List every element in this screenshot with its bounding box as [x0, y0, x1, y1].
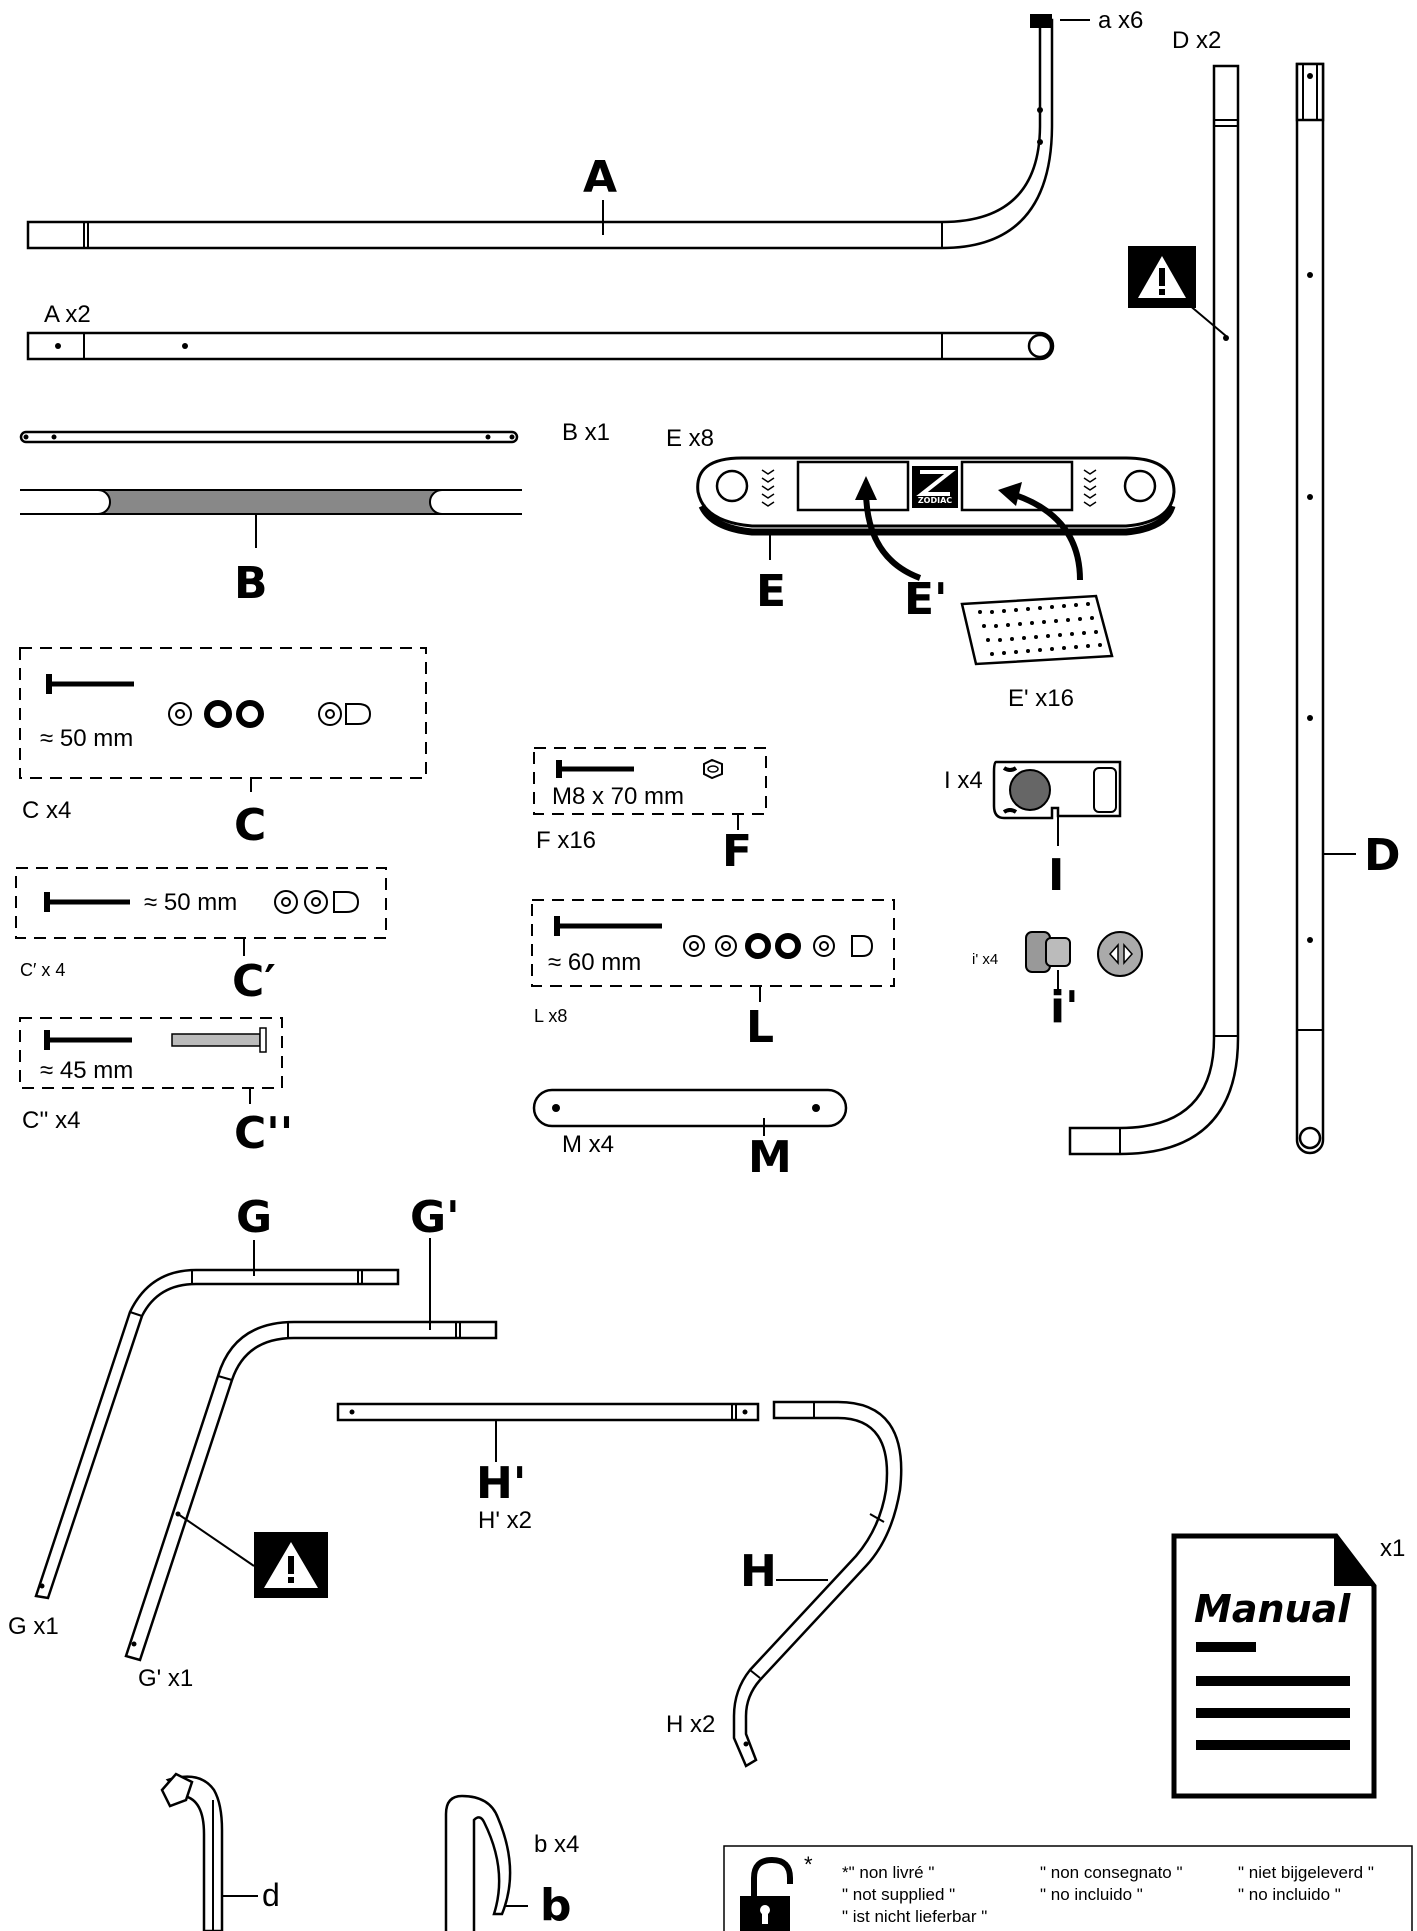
part-b-bar [19, 430, 522, 548]
part-c-count: C x4 [22, 797, 71, 824]
part-g-tube [34, 1240, 400, 1600]
part-m-plate [532, 1088, 848, 1136]
part-c-double-kit-box [19, 1017, 283, 1089]
unlocked-padlock-icon [740, 1856, 793, 1931]
part-d-hex-key [160, 1772, 258, 1931]
part-c-prime-kit-box [15, 867, 387, 939]
cap-a [1030, 14, 1052, 28]
part-m-letter: M [748, 1132, 792, 1183]
part-b-hook-letter: b [540, 1880, 572, 1931]
legend-col3-line2: " no incluido " [1238, 1885, 1341, 1904]
part-l-dimension: ≈ 60 mm [548, 949, 641, 976]
legend-col2-line1: " non consegnato " [1040, 1863, 1183, 1882]
part-h-tube [732, 1400, 903, 1768]
part-l-count: L x8 [534, 1006, 567, 1026]
part-d-letter: D [1364, 830, 1401, 881]
part-f-kit-box [533, 747, 767, 815]
part-g-prime-letter: G' [410, 1192, 460, 1243]
part-c-prime-dimension: ≈ 50 mm [144, 889, 237, 916]
part-f-letter: F [722, 826, 752, 877]
part-d-count: D x2 [1172, 27, 1221, 54]
part-e-count: E x8 [666, 425, 714, 452]
part-m-count: M x4 [562, 1131, 614, 1158]
part-c-prime-letter: C′ [232, 956, 276, 1007]
legend-box [723, 1845, 1413, 1931]
part-c-prime-count: C′ x 4 [20, 960, 65, 980]
part-g-letter: G [236, 1192, 272, 1243]
manual-title: Manual [1194, 1587, 1351, 1631]
part-c-double-count: C'' x4 [22, 1107, 81, 1134]
part-e-letter: E [756, 566, 786, 617]
part-i-clamp [992, 760, 1122, 846]
part-l-letter: L [746, 1002, 774, 1053]
cap-a-count: a x6 [1098, 7, 1143, 34]
legend-col1-line3: " ist nicht lieferbar " [842, 1907, 987, 1926]
part-b-count: B x1 [562, 419, 610, 446]
warning-icon [1128, 246, 1196, 308]
part-d-small-letter: d [262, 1877, 280, 1913]
legend-col2-line2: " no incluido " [1040, 1885, 1143, 1904]
part-a-straight-tube [26, 331, 1055, 361]
legend-col1-line1: *" non livré " [842, 1863, 934, 1882]
part-f-count: F x16 [536, 827, 596, 854]
part-g-count: G x1 [8, 1613, 59, 1640]
part-l-hardware [554, 916, 874, 1002]
part-h-count: H x2 [666, 1711, 715, 1738]
part-g-prime-tube [124, 1238, 498, 1662]
part-d-upright-2 [1295, 62, 1356, 1155]
part-c-double-hardware [44, 1027, 267, 1104]
part-e-prime-count: E' x16 [1008, 685, 1074, 712]
legend-asterisk: * [804, 1852, 813, 1877]
part-d-upright-1 [1068, 64, 1240, 1156]
part-c-letter: C [234, 800, 266, 851]
part-c-prime-hardware [44, 890, 360, 956]
part-f-hardware [556, 758, 739, 830]
part-c-kit-box [19, 647, 427, 779]
manual-count: x1 [1380, 1535, 1405, 1562]
insert-arrows [855, 476, 1083, 581]
part-b-hook [444, 1794, 528, 1931]
part-i-count: I x4 [944, 767, 983, 794]
part-c-dimension: ≈ 50 mm [40, 725, 133, 752]
part-e-prime-pad [960, 594, 1114, 666]
warning-icon-2 [254, 1532, 328, 1598]
part-a-count: A x2 [44, 301, 91, 328]
part-a-tube [26, 14, 1090, 250]
part-f-dimension: M8 x 70 mm [552, 783, 684, 810]
part-i-prime-plug [1025, 931, 1143, 990]
legend-col3-line1: " niet bijgeleverd " [1238, 1863, 1374, 1882]
part-b-letter: B [234, 558, 268, 609]
legend-col1-line2: " not supplied " [842, 1885, 955, 1904]
part-h-prime-letter: H' [476, 1458, 526, 1509]
part-b-hook-count: b x4 [534, 1831, 579, 1858]
brand-name: ZODIAC [918, 496, 952, 505]
part-h-prime-tube [336, 1402, 760, 1462]
part-i-prime-count: i' x4 [972, 951, 998, 968]
part-e-prime-letter: E' [904, 574, 948, 625]
part-i-prime-letter: i' [1050, 982, 1079, 1033]
part-c-hardware [46, 674, 372, 792]
part-l-kit-box [531, 899, 895, 987]
part-e-step: ZODIAC [696, 456, 1176, 560]
part-i-letter: I [1048, 850, 1064, 901]
part-c-double-dimension: ≈ 45 mm [40, 1057, 133, 1084]
manual-document-icon [1171, 1533, 1377, 1799]
part-h-prime-count: H' x2 [478, 1507, 532, 1534]
part-c-double-letter: C'' [234, 1108, 293, 1159]
part-a-letter: A [583, 152, 617, 203]
part-g-prime-count: G' x1 [138, 1665, 193, 1692]
part-h-letter: H [740, 1546, 777, 1597]
